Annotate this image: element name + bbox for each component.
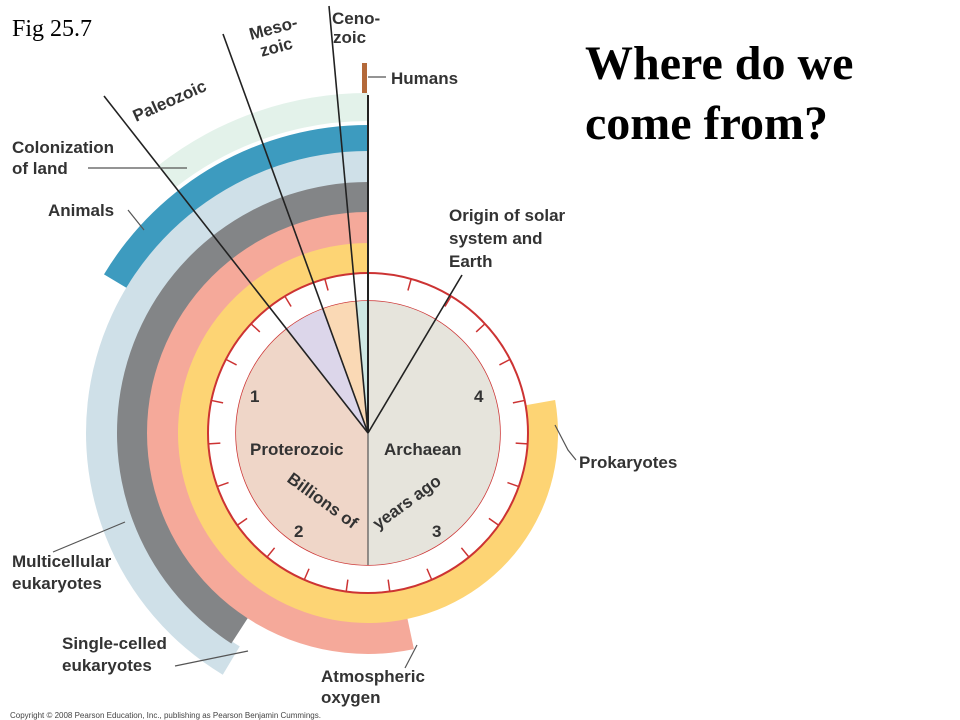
title-line-1: Where do we [585, 37, 854, 90]
clock-tick [515, 442, 528, 445]
animals-leader [127, 209, 145, 231]
clock-number-3: 3 [432, 522, 441, 541]
clock-tick [345, 579, 349, 592]
clock-tick [324, 278, 329, 291]
clock-tick [387, 579, 391, 592]
clock-number-1: 1 [250, 387, 259, 406]
clock-number-2: 2 [294, 522, 303, 541]
multicellular-eukaryotes-band [86, 151, 368, 675]
colonization-label: Colonization of land [12, 138, 119, 178]
figure-label: Fig 25.7 [12, 16, 93, 42]
clock-tick [460, 547, 470, 558]
paleozoic-boundary-line [103, 95, 369, 434]
clock-tick [507, 481, 520, 488]
clock-tick [444, 295, 452, 307]
clock-tick [303, 568, 310, 581]
cenozoic-label-line-1: Ceno- [332, 9, 380, 28]
colonization-label-line-1: Colonization [12, 138, 114, 157]
clock-tick [475, 323, 486, 333]
cenozoic-label-line-2: zoic [333, 28, 366, 47]
origin-label-line-3: Earth [449, 252, 492, 271]
proterozoic-label: Proterozoic [250, 440, 344, 459]
clock-tick [211, 399, 224, 404]
humans-bar [362, 63, 367, 93]
title-line-2: come from? [585, 97, 828, 150]
clock-tick [225, 358, 237, 366]
animals-label: Animals [48, 201, 114, 220]
multicellular-label-line-2: eukaryotes [12, 574, 102, 593]
multicellular-leader [52, 521, 126, 553]
single-celled-label: Single-celled eukaryotes [62, 634, 172, 675]
archaean-label: Archaean [384, 440, 461, 459]
paleozoic-wedge [286, 308, 368, 433]
single-celled-label-line-2: eukaryotes [62, 656, 152, 675]
copyright-notice: Copyright © 2008 Pearson Education, Inc.… [10, 711, 321, 720]
oxygen-label: Atmospheric oxygen [321, 667, 430, 707]
single-celled-leader [174, 650, 249, 667]
origin-label-line-1: Origin of solar [449, 206, 566, 225]
oxygen-label-line-1: Atmospheric [321, 667, 425, 686]
colonization-of-land-band [158, 93, 368, 188]
clock-number-4: 4 [474, 387, 484, 406]
mesozoic-label: Meso- zoic [247, 12, 309, 63]
clock-tick [499, 358, 511, 366]
single-celled-eukaryotes-band [117, 182, 368, 644]
clock-tick [208, 442, 221, 445]
clock-tick [426, 568, 433, 581]
origin-label-line-2: system and [449, 229, 543, 248]
clock-tick [284, 295, 292, 307]
archaean-half [368, 301, 500, 565]
humans-label: Humans [391, 69, 458, 88]
prokaryotes-leader [554, 424, 577, 461]
multicellular-label-line-1: Multicellular [12, 552, 112, 571]
clock-tick [488, 517, 500, 526]
mesozoic-boundary-line [222, 33, 369, 434]
origin-label: Origin of solar system and Earth [449, 206, 570, 271]
single-celled-label-line-1: Single-celled [62, 634, 167, 653]
colonization-label-line-2: of land [12, 159, 68, 178]
clock-tick [250, 323, 261, 333]
oxygen-leader [404, 644, 418, 669]
clock-tick [266, 547, 276, 558]
clock-ticks [208, 278, 528, 592]
page-title: Where do we come from? [585, 34, 945, 154]
multicellular-label: Multicellular eukaryotes [12, 552, 116, 593]
clock-tick [512, 399, 525, 404]
prokaryotes-label: Prokaryotes [579, 453, 677, 472]
origin-line [367, 274, 463, 434]
oxygen-label-line-2: oxygen [321, 688, 381, 707]
clock-tick [236, 517, 248, 526]
cenozoic-label: Ceno- zoic [332, 9, 385, 47]
cenozoic-boundary-line [328, 5, 369, 434]
clock-tick [216, 481, 229, 488]
clock-tick [407, 278, 412, 291]
paleozoic-label: Paleozoic [130, 76, 209, 125]
